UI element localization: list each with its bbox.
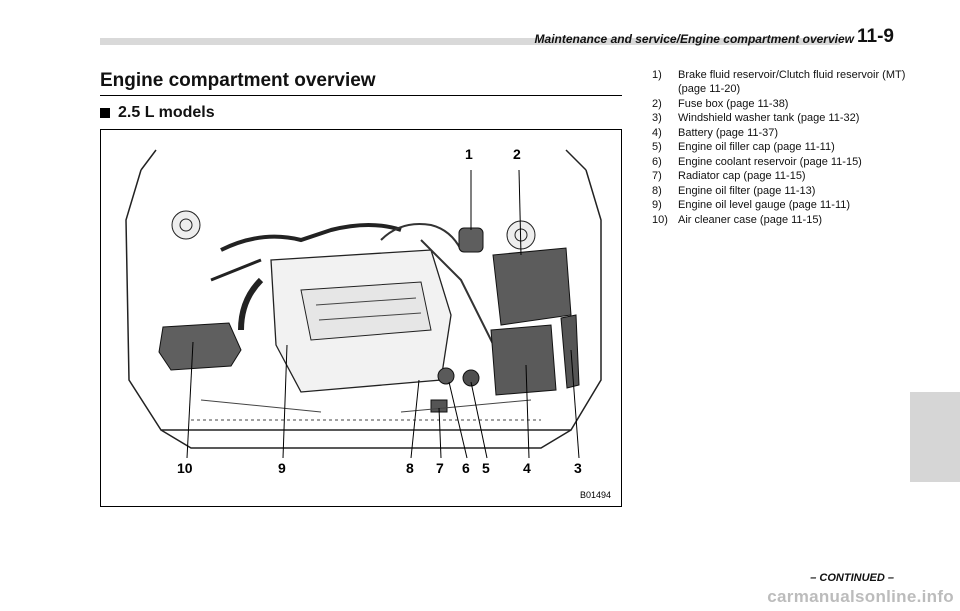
legend-item: 1)Brake fluid reservoir/Clutch fluid res… — [652, 69, 906, 95]
running-title: Maintenance and service/Engine compartme… — [534, 32, 854, 46]
callout-4: 4 — [523, 460, 531, 476]
header-bar — [100, 38, 840, 45]
callout-3: 3 — [574, 460, 582, 476]
engine-illustration — [125, 149, 602, 459]
chapter-tab — [910, 392, 960, 482]
section-title: Engine compartment overview — [100, 70, 376, 91]
legend-item: 3)Windshield washer tank (page 11-32) — [652, 112, 860, 124]
legend-item: 10)Air cleaner case (page 11-15) — [652, 213, 823, 226]
callout-8: 8 — [406, 460, 414, 476]
continued-label: – CONTINUED – — [810, 572, 894, 584]
callout-10: 10 — [177, 460, 193, 476]
watermark: carmanualsonline.info — [767, 587, 954, 606]
page-number: 11-9 — [857, 26, 894, 47]
callout-7: 7 — [436, 460, 444, 476]
legend-item: 9)Engine oil level gauge (page 11-11) — [652, 199, 851, 211]
title-rule — [100, 95, 622, 96]
callout-2: 2 — [513, 146, 521, 162]
legend-item: 4)Battery (page 11-37) — [652, 126, 779, 139]
figure-legend: 1)Brake fluid reservoir/Clutch fluid res… — [652, 68, 912, 227]
subsection-title-text: 2.5 L models — [118, 104, 215, 121]
legend-item: 5)Engine oil filler cap (page 11-11) — [652, 141, 835, 153]
legend-item: 6)Engine coolant reservoir (page 11-15) — [652, 155, 862, 168]
callout-6: 6 — [462, 460, 470, 476]
callout-9: 9 — [278, 460, 286, 476]
legend-item: 8)Engine oil filter (page 11-13) — [652, 184, 816, 197]
figure-code: B01494 — [579, 490, 611, 500]
callout-5: 5 — [482, 460, 490, 476]
legend-item: 7)Radiator cap (page 11-15) — [652, 170, 806, 182]
subsection-title: 2.5 L models — [100, 104, 215, 122]
square-bullet-icon — [100, 108, 110, 118]
legend-item: 2)Fuse box (page 11-38) — [652, 97, 789, 110]
engine-compartment-figure: 1 2 3 4 5 6 7 8 9 10 B01494 — [100, 129, 622, 507]
callout-1: 1 — [465, 146, 473, 162]
